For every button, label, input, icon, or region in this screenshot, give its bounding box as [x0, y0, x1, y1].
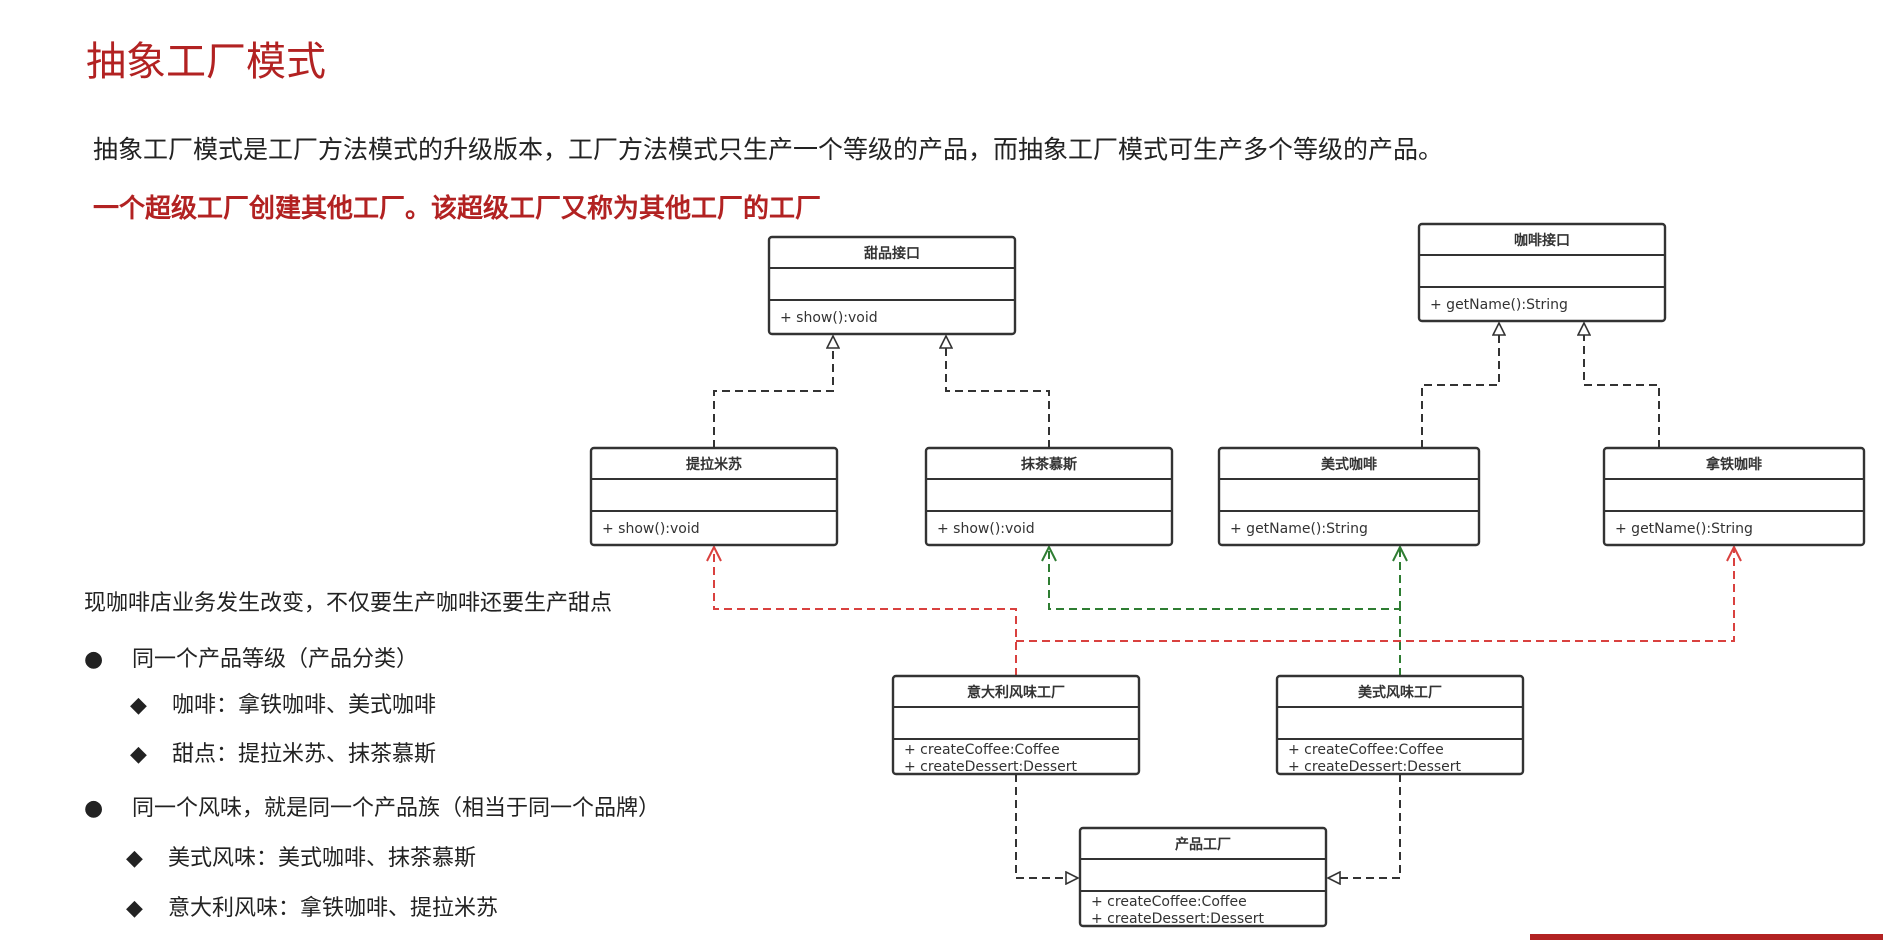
notes-lead: 现咖啡店业务发生改变，不仅要生产咖啡还要生产甜点 [84, 591, 613, 616]
notes-point-2-text: 同一个风味，就是同一个产品族（相当于同一个品牌） [132, 796, 661, 821]
uml-class-name: 甜品接口 [864, 245, 920, 262]
uml-method: + getName():String [1230, 521, 1368, 537]
uml-class-frame [1602, 446, 1866, 547]
uml-class-american-factory: 美式风味工厂 + createCoffee:Coffee+ createDesse… [1275, 674, 1525, 776]
uml-class-italian-factory: 意大利风味工厂 + createCoffee:Coffee+ createDess… [891, 674, 1141, 776]
bullet-diamond-icon: ◆ [130, 742, 147, 767]
edge-italian-factory-to-latte [1016, 547, 1734, 642]
uml-class-frame [589, 446, 839, 547]
uml-class-boxes: 甜品接口 + show():void 咖啡接口 + getName():String 提… [589, 222, 1866, 928]
uml-class-frame [1417, 222, 1667, 323]
uml-class-name: 咖啡接口 [1514, 232, 1570, 249]
uml-method: + getName():String [1430, 297, 1568, 313]
page-title: 抽象工厂模式 [86, 39, 326, 85]
uml-method: + getName():String [1615, 521, 1753, 537]
notes-point-2-sub-1: ◆ 美式风味：美式咖啡、抹茶慕斯 [126, 840, 476, 872]
highlight-text: 一个超级工厂创建其他工厂。该超级工厂又称为其他工厂的工厂 [93, 194, 822, 224]
uml-class-dessert-interface: 甜品接口 + show():void [767, 235, 1017, 336]
uml-class-frame [924, 446, 1174, 547]
notes-point-1-sub-2: ◆ 甜点：提拉米苏、抹茶慕斯 [130, 736, 436, 768]
uml-class-american-coffee: 美式咖啡 + getName():String [1217, 446, 1481, 547]
uml-class-coffee-interface: 咖啡接口 + getName():String [1417, 222, 1667, 323]
uml-method: + show():void [937, 521, 1035, 537]
uml-method: + createDessert:Dessert [1091, 911, 1265, 927]
uml-class-latte: 拿铁咖啡 + getName():String [1602, 446, 1866, 547]
uml-method: + createDessert:Dessert [904, 759, 1078, 775]
notes-point-1-sub-1: ◆ 咖啡：拿铁咖啡、美式咖啡 [130, 687, 436, 719]
edge-italian-factory-to-tiramisu [714, 547, 1017, 676]
bullet-diamond-icon: ◆ [126, 896, 143, 921]
uml-class-name: 抹茶慕斯 [1021, 456, 1077, 473]
notes-point-2-sub-2: ◆ 意大利风味：拿铁咖啡、提拉米苏 [126, 890, 498, 922]
uml-class-tiramisu: 提拉米苏 + show():void [589, 446, 839, 547]
notes-point-2-sub-1-text: 美式风味：美式咖啡、抹茶慕斯 [168, 846, 477, 871]
uml-class-name: 拿铁咖啡 [1705, 456, 1762, 473]
notes-point-2-sub-2-text: 意大利风味：拿铁咖啡、提拉米苏 [168, 896, 499, 921]
uml-class-name: 产品工厂 [1175, 836, 1231, 853]
notes-point-2: ● 同一个风味，就是同一个产品族（相当于同一个品牌） [84, 790, 660, 822]
uml-class-name: 美式咖啡 [1321, 456, 1377, 473]
edge-american-factory-to-matcha [1049, 547, 1401, 676]
uml-method: + show():void [780, 310, 878, 326]
uml-class-frame [1078, 826, 1328, 928]
bullet-dot-icon: ● [84, 796, 104, 821]
edge-latte-to-coffee-interface [1584, 323, 1660, 448]
uml-class-matcha-mousse: 抹茶慕斯 + show():void [924, 446, 1174, 547]
uml-method: + createCoffee:Coffee [904, 742, 1060, 758]
uml-class-name: 美式风味工厂 [1358, 684, 1442, 701]
edge-tiramisu-to-dessert-interface [713, 336, 833, 448]
notes-point-1-sub-2-text: 甜点：提拉米苏、抹茶慕斯 [172, 742, 437, 767]
uml-method: + createDessert:Dessert [1288, 759, 1462, 775]
edge-matcha-to-dessert-interface [946, 336, 1050, 448]
intro-text: 抽象工厂模式是工厂方法模式的升级版本，工厂方法模式只生产一个等级的产品，而抽象工… [93, 135, 1444, 164]
bullet-diamond-icon: ◆ [126, 846, 143, 871]
notes-point-1: ● 同一个产品等级（产品分类） [84, 641, 418, 673]
notes-point-1-text: 同一个产品等级（产品分类） [132, 647, 419, 672]
corner-accent-bar [1530, 934, 1883, 940]
uml-class-product-factory: 产品工厂 + createCoffee:Coffee+ createDessert… [1078, 826, 1328, 928]
notes-point-1-sub-1-text: 咖啡：拿铁咖啡、美式咖啡 [172, 693, 437, 718]
uml-class-name: 提拉米苏 [686, 456, 742, 473]
uml-class-frame [891, 674, 1141, 776]
bullet-diamond-icon: ◆ [130, 693, 147, 718]
uml-class-frame [1217, 446, 1481, 547]
uml-class-frame [1275, 674, 1525, 776]
uml-class-frame [767, 235, 1017, 336]
uml-class-name: 意大利风味工厂 [967, 684, 1065, 701]
edge-american-factory-to-product-factory [1328, 774, 1401, 878]
edge-italian-factory-to-product-factory [1015, 774, 1078, 878]
edge-american-coffee-to-coffee-interface [1421, 323, 1499, 448]
uml-method: + show():void [602, 521, 700, 537]
uml-method: + createCoffee:Coffee [1091, 894, 1247, 910]
uml-method: + createCoffee:Coffee [1288, 742, 1444, 758]
bullet-dot-icon: ● [84, 647, 104, 672]
